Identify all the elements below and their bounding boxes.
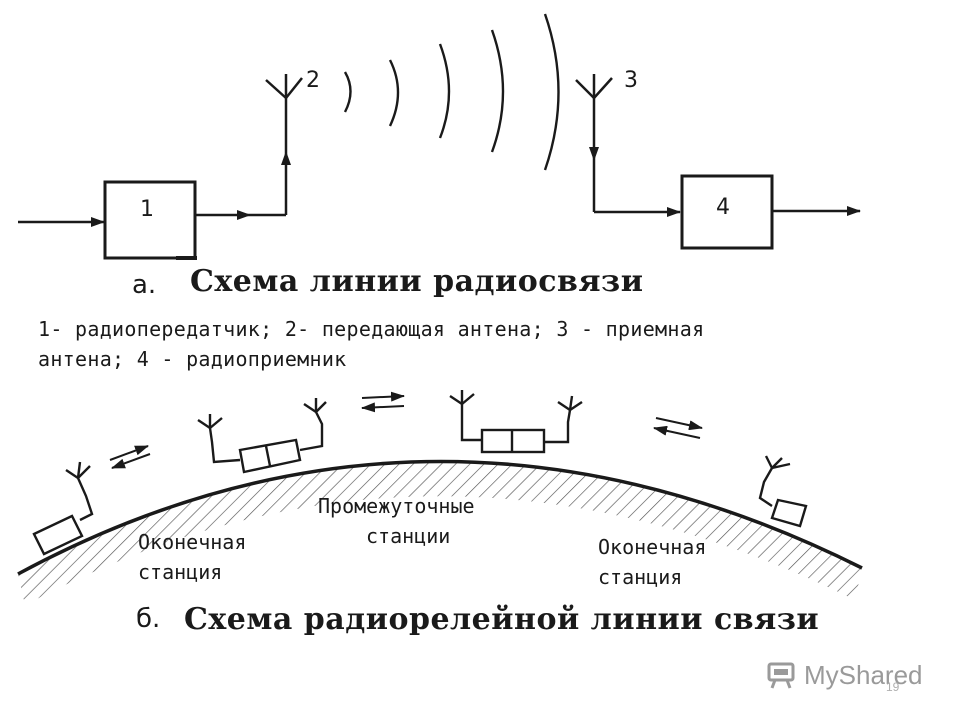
terminal-left-label-2: станция bbox=[138, 560, 223, 584]
caption-a-letter: а. bbox=[132, 270, 157, 300]
relay-arrows-right bbox=[653, 417, 703, 439]
intermediate-station-2 bbox=[449, 390, 583, 454]
terminal-left-label-1: Оконечная bbox=[138, 530, 247, 554]
terminal-right-label-2: станция bbox=[598, 565, 683, 589]
receiver-label: 4 bbox=[716, 195, 730, 220]
transmitter-label: 1 bbox=[140, 197, 154, 222]
page-number: 19 bbox=[886, 680, 900, 694]
rx-antenna-label: 3 bbox=[624, 68, 638, 93]
myshared-watermark: MyShared bbox=[766, 656, 926, 696]
legend-line-2: антена; 4 - радиоприемник bbox=[38, 347, 347, 371]
earth-hatch bbox=[18, 461, 862, 605]
relay-arrows-left bbox=[109, 445, 151, 469]
myshared-brand-text: MyShared bbox=[804, 660, 923, 690]
transmitter-box bbox=[103, 180, 197, 260]
tx-antenna-icon bbox=[265, 74, 303, 99]
caption-b-letter: б. bbox=[136, 604, 161, 634]
caption-b-title: Схема радиорелейной линии связи bbox=[184, 602, 820, 637]
tx-antenna-label: 2 bbox=[306, 68, 320, 93]
earth-surface bbox=[17, 459, 863, 576]
legend-line-1: 1- радиопередатчик; 2- передающая антена… bbox=[38, 317, 705, 341]
caption-a-title: Схема линии радиосвязи bbox=[190, 264, 644, 299]
terminal-right-label-1: Оконечная bbox=[598, 535, 707, 559]
terminal-station-left bbox=[32, 461, 94, 556]
relay-arrows-center bbox=[361, 391, 405, 413]
intermediate-label-1: Промежуточные bbox=[318, 494, 475, 518]
radio-waves-icon bbox=[343, 13, 560, 171]
diagram-b bbox=[17, 390, 863, 605]
rx-antenna-icon bbox=[575, 74, 613, 99]
terminal-station-right bbox=[758, 455, 808, 528]
intermediate-label-2: станции bbox=[366, 524, 451, 548]
intermediate-station-1 bbox=[197, 398, 327, 474]
myshared-logo-icon bbox=[767, 662, 795, 689]
diagram-a bbox=[18, 13, 861, 260]
